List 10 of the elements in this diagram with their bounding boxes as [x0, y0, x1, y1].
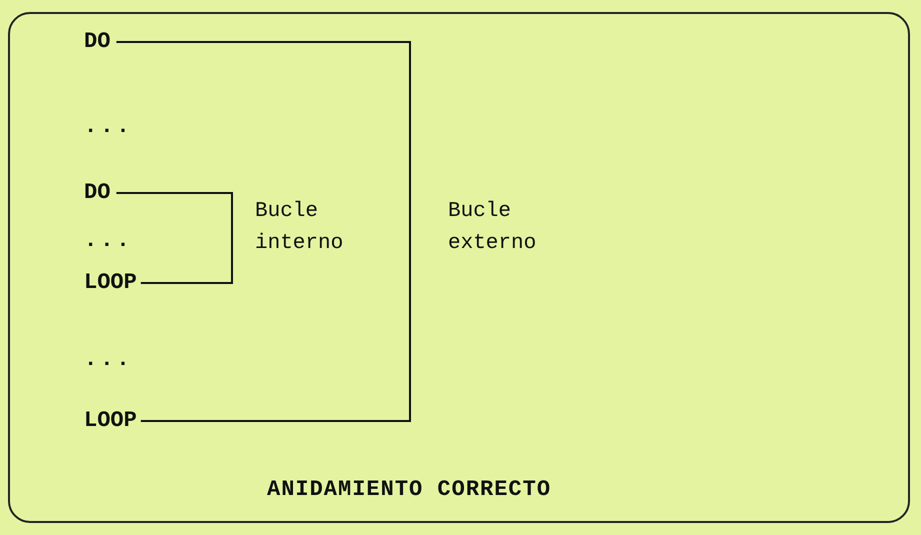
ellipsis-text: ...	[84, 346, 133, 374]
code-keyword: LOOP	[84, 270, 137, 296]
code-keyword: DO	[84, 29, 110, 55]
bracket-connector	[116, 192, 233, 284]
code-keyword: DO	[84, 180, 110, 206]
ellipsis-text: ...	[84, 227, 133, 255]
code-keyword: LOOP	[84, 408, 137, 434]
caption: ANIDAMIENTO CORRECTO	[267, 477, 552, 502]
ellipsis-text: ...	[84, 113, 133, 141]
bracket-connector	[116, 41, 411, 422]
